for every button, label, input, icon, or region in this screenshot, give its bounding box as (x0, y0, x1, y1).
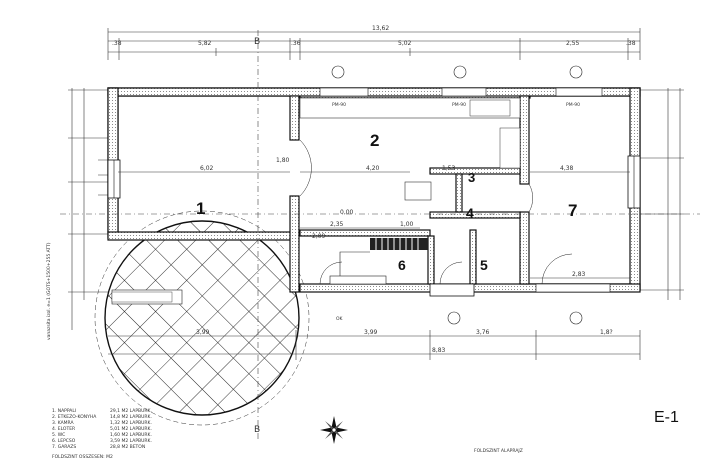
dim-d10: 0,00 (340, 209, 354, 216)
legend-value-6: 3,59 M2 LAPBURK. (110, 438, 152, 444)
bottom-dim-seg4: 1,8? (600, 329, 613, 336)
legend-value-1: 29,1 M2 LAPBURK. (110, 408, 152, 414)
top-dim-seg2: 5,82 (198, 40, 212, 47)
door-swings (299, 139, 573, 285)
top-dim-seg5: 2,55 (566, 40, 580, 47)
room-legend: 1. NAPPALI 2. ETKEZO-KONYHA 3. KAMRA 4. … (52, 408, 152, 460)
top-dim-seg3: .36 (291, 40, 301, 47)
side-note: vanazsita izol. e=1 (GOTS+1500+255 ATT) (46, 242, 52, 340)
top-dimension-chain: 13,62 .38 5,82 .36 5,02 2,55 .38 (107, 25, 641, 60)
top-dim-seg6: .38 (626, 40, 636, 47)
legend-line-6: 6. LEPCSO (52, 438, 76, 444)
dim-d3: 4,38 (560, 165, 574, 172)
section-line: B B (60, 30, 700, 440)
terrace (94, 210, 310, 426)
bottom-dim-overall: 8,83 (432, 347, 446, 354)
room-label-2: 2 (370, 131, 379, 150)
dim-d4: 1,53 (442, 165, 456, 172)
top-dim-seg1: .38 (112, 40, 122, 47)
dim-d5: 2,35 (330, 221, 344, 228)
dim-d9: 1,00 (400, 221, 414, 228)
bottom-dim-seg2: 3,99 (364, 329, 378, 336)
legend-value-2: 14,8 M2 LAPBURK. (110, 414, 152, 420)
legend-value-5: 1,60 M2 LAPBURK. (110, 432, 152, 438)
room-label-7: 7 (568, 201, 577, 220)
room-label-3: 3 (468, 170, 475, 185)
section-mark-bottom: B (254, 425, 260, 435)
legend-line-2: 2. ETKEZO-KONYHA (52, 414, 97, 420)
kitchen-fixtures (299, 97, 521, 201)
room-label-1: 1 (196, 199, 205, 218)
dim-d1: 6,02 (200, 165, 214, 172)
top-dim-overall: 13,62 (372, 25, 389, 32)
right-dimension-chain (640, 88, 684, 300)
dim-d6: 2,09 (312, 233, 326, 240)
window-tags: PM-90 PM-90 PM-90 OK (331, 65, 583, 325)
bottom-dim-seg3: 3,76 (476, 329, 490, 336)
room-label-5: 5 (480, 257, 488, 273)
top-dim-seg4: 5,02 (398, 40, 412, 47)
bottom-dim-seg1: 3,99 (196, 329, 210, 336)
legend-line-3: 3. KAMRA (52, 420, 75, 426)
window-tag-1: PM-90 (332, 102, 346, 108)
interior-dimensions: 6,02 4,20 4,38 1,53 2,35 2,09 2,83 1,80 … (118, 157, 630, 279)
legend-line-4: 4. ELOTER (52, 426, 75, 432)
legend-value-4: 5,01 M2 LAPBURK. (110, 426, 152, 432)
dim-d8: 1,80 (276, 157, 290, 164)
dim-d2: 4,20 (366, 165, 380, 172)
room-label-4: 4 (466, 205, 474, 221)
legend-line-7: 7. GARAZS (52, 444, 76, 450)
dim-d7: 2,83 (572, 271, 586, 278)
legend-line-1: 1. NAPPALI (52, 408, 76, 414)
north-arrow-icon (320, 416, 348, 444)
drawing-id: E-1 (654, 409, 679, 426)
room-label-6: 6 (398, 257, 406, 273)
bottom-dimension-chain: 3,99 3,99 3,76 1,8? 8,83 (108, 329, 641, 360)
window-tag-2: PM-90 (452, 102, 466, 108)
legend-value-3: 1,32 M2 LAPBURK. (110, 420, 152, 426)
window-tag-3: PM-90 (566, 102, 580, 108)
legend-value-7: 28,8 M2 BETON (110, 444, 145, 450)
legend-line-5: 5. WC (52, 432, 65, 438)
section-mark-top: B (254, 37, 260, 47)
legend-footer: FOLDSZINT OSSZESEN: M2 (52, 454, 113, 460)
window-tag-4: OK (336, 316, 344, 322)
footer-caption: FOLDSZINT ALAPRAJZ (474, 448, 523, 454)
staircase (329, 238, 428, 285)
